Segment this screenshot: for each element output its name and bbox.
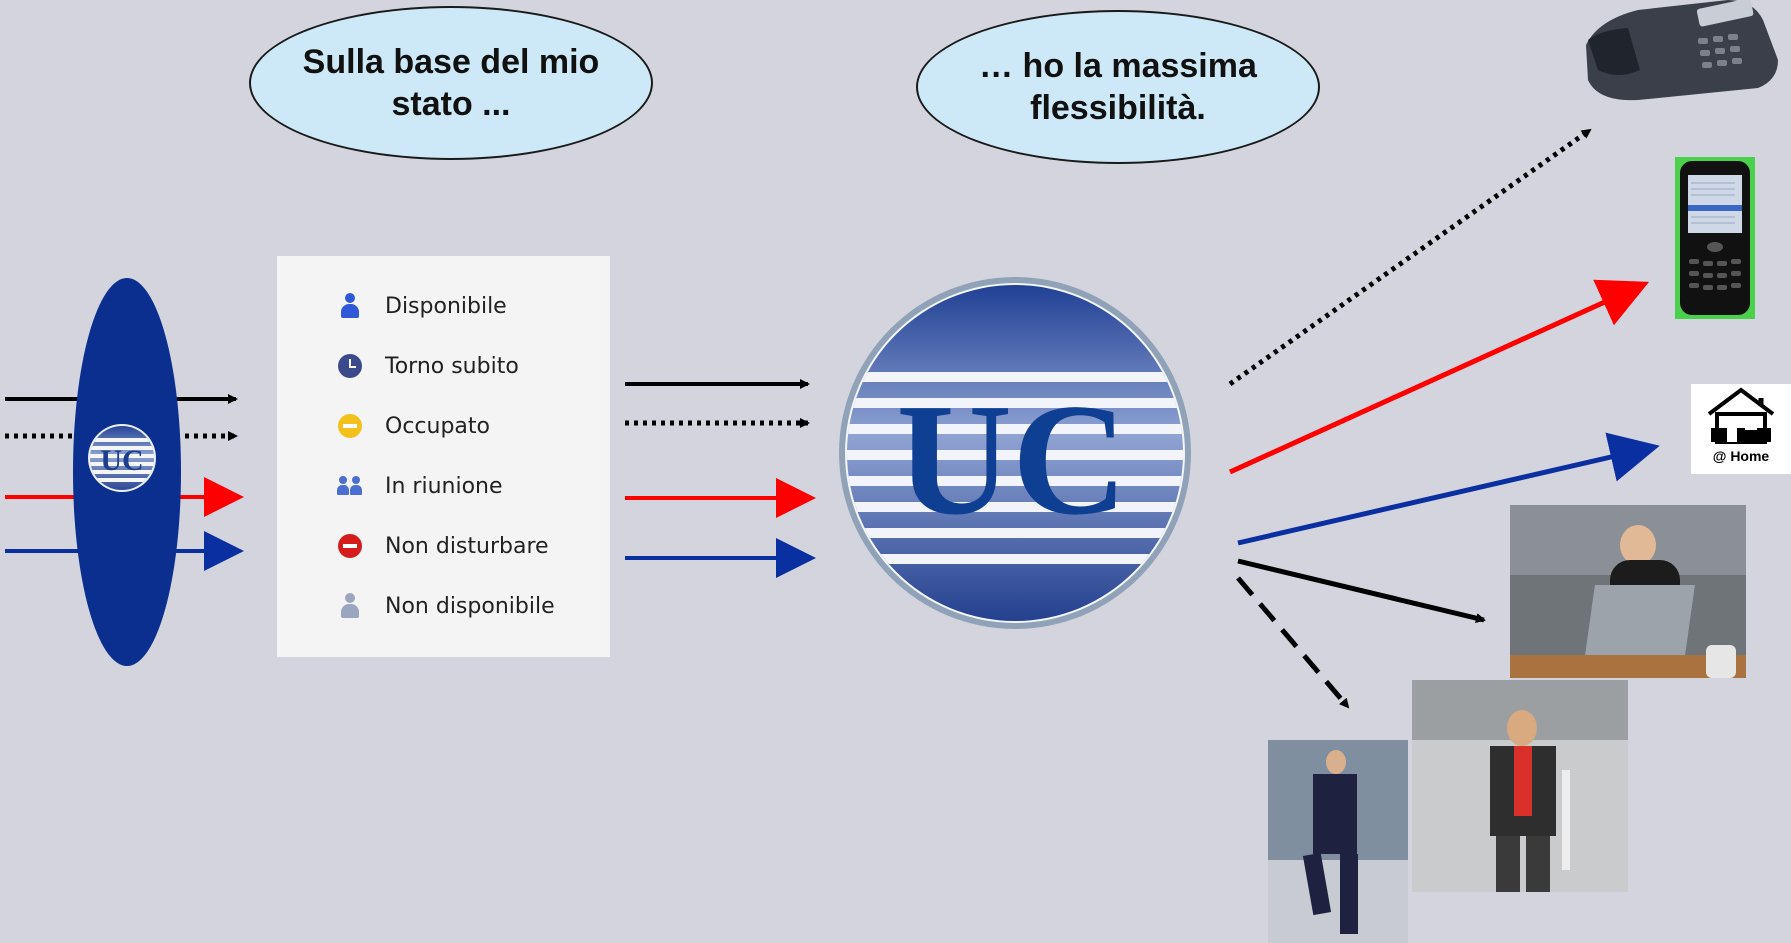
status-label: Non disturbare	[385, 533, 549, 559]
available-person-icon	[337, 293, 363, 319]
out-arrow-dashed-onthego	[1236, 576, 1350, 709]
clock-icon	[337, 353, 363, 379]
status-label: Occupato	[385, 413, 490, 439]
status-item-in-meeting: In riunione	[337, 466, 503, 506]
big-uc-text: UC	[896, 370, 1127, 548]
man-thumbs-up-photo	[1412, 680, 1628, 892]
meeting-people-icon	[337, 473, 363, 499]
status-item-do-not-disturb: Non disturbare	[337, 526, 549, 566]
mobile-phone-icon	[1675, 157, 1755, 319]
speech-bubble-left: Sulla base del mio stato ...	[249, 6, 653, 160]
busy-yellow-icon	[337, 413, 363, 439]
unavailable-person-icon	[337, 593, 363, 619]
do-not-disturb-icon	[337, 533, 363, 559]
small-uc-logo: UC	[88, 424, 156, 492]
status-item-busy: Occupato	[337, 406, 490, 446]
desk-phone-icon	[1586, 0, 1778, 101]
big-uc-logo: UC	[839, 277, 1191, 629]
status-item-available: Disponibile	[337, 286, 507, 326]
speech-bubble-right: … ho la massima flessibilità.	[916, 10, 1320, 164]
home-badge-label: @ Home	[1712, 448, 1770, 464]
out-arrow-dotted-deskphone	[1228, 127, 1592, 387]
house-icon	[1707, 387, 1775, 444]
home-badge: @ Home	[1691, 384, 1791, 474]
outgoing-arrows	[1228, 127, 1660, 709]
status-label: Non disponibile	[385, 593, 555, 619]
status-item-unavailable: Non disponibile	[337, 586, 555, 626]
bubble-left-text: Sulla base del mio stato ...	[302, 43, 600, 123]
out-arrow-blue-home	[1237, 432, 1660, 546]
status-label: Disponibile	[385, 293, 507, 319]
status-label: Torno subito	[385, 353, 519, 379]
presence-status-panel: Disponibile Torno subito Occupato	[277, 256, 610, 657]
out-arrow-black-office	[1237, 558, 1486, 623]
out-arrow-red-mobile	[1228, 279, 1650, 475]
status-label: In riunione	[385, 473, 503, 499]
small-uc-text: UC	[100, 444, 143, 477]
status-item-be-right-back: Torno subito	[337, 346, 519, 386]
panel-to-hub-arrows	[625, 379, 816, 578]
bubble-right-text: … ho la massima flessibilità.	[979, 47, 1257, 127]
man-on-phone-photo	[1268, 740, 1408, 943]
office-laptop-photo	[1510, 505, 1746, 678]
